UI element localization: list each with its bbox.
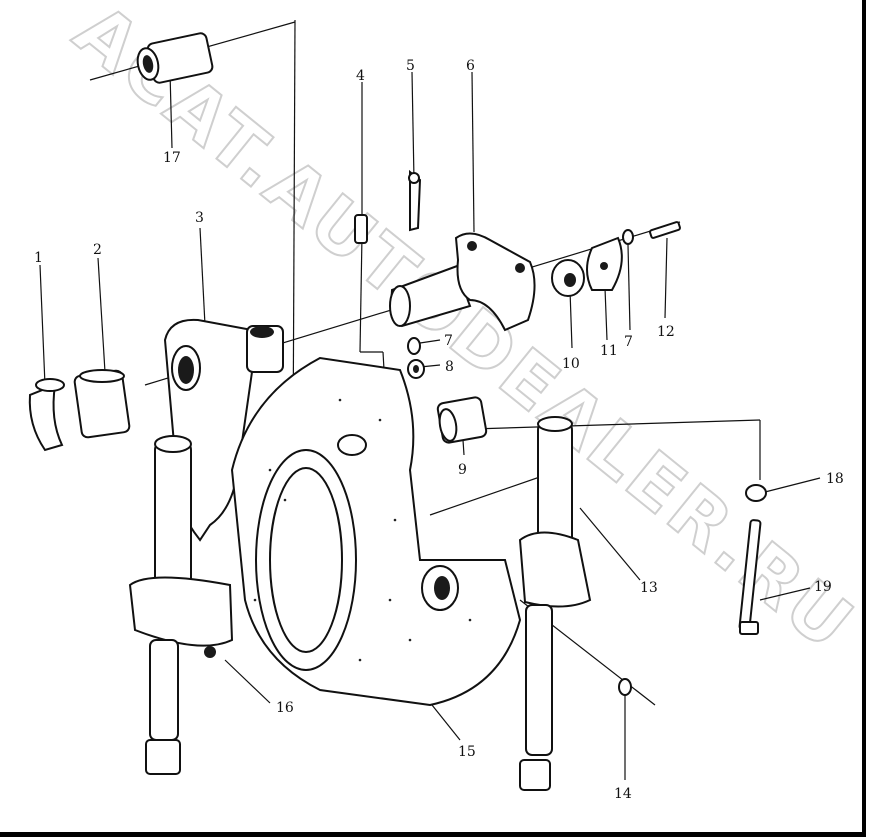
callout-17: 17 bbox=[163, 150, 181, 166]
part-17-bushing-top bbox=[136, 32, 214, 84]
callout-1: 1 bbox=[34, 250, 43, 266]
callout-13: 13 bbox=[640, 580, 658, 596]
part-15-housing bbox=[230, 356, 522, 707]
part-9-bushing bbox=[436, 396, 488, 444]
part-4-pin bbox=[354, 214, 368, 244]
callout-16: 16 bbox=[276, 700, 294, 716]
part-18-nut bbox=[745, 484, 767, 502]
callout-labels: 1 2 3 4 5 6 7 7 8 9 10 11 12 13 14 15 16… bbox=[34, 58, 844, 802]
callout-4: 4 bbox=[356, 68, 365, 84]
part-13-kingpin-right bbox=[518, 416, 592, 791]
callout-19: 19 bbox=[814, 579, 832, 595]
part-6-yoke-shaft bbox=[389, 232, 536, 332]
callout-3: 3 bbox=[195, 210, 204, 226]
part-5-cotter bbox=[408, 169, 422, 232]
callout-14: 14 bbox=[614, 786, 632, 802]
callout-5: 5 bbox=[406, 58, 415, 74]
part-10-cap bbox=[551, 259, 585, 297]
part-14-bolt bbox=[618, 678, 632, 696]
callout-8: 8 bbox=[445, 359, 454, 375]
part-2-sleeve bbox=[73, 369, 131, 439]
callout-7a: 7 bbox=[444, 333, 453, 349]
callout-2: 2 bbox=[93, 242, 102, 258]
part-7-washers bbox=[407, 229, 634, 355]
callout-15: 15 bbox=[458, 744, 476, 760]
part-8-nut bbox=[407, 359, 425, 379]
callout-18: 18 bbox=[826, 471, 844, 487]
housing-texture bbox=[253, 398, 472, 662]
part-19-long-bolt bbox=[738, 519, 762, 635]
callout-7b: 7 bbox=[624, 334, 633, 350]
callout-10: 10 bbox=[562, 356, 580, 372]
callout-6: 6 bbox=[466, 58, 475, 74]
callout-9: 9 bbox=[458, 462, 467, 478]
part-11-clamp bbox=[586, 236, 623, 291]
part-1-ring bbox=[28, 378, 65, 452]
callout-11: 11 bbox=[600, 343, 618, 359]
callout-12: 12 bbox=[657, 324, 675, 340]
part-16-kingpin-left bbox=[128, 435, 234, 775]
part-12-bolt bbox=[649, 221, 681, 239]
